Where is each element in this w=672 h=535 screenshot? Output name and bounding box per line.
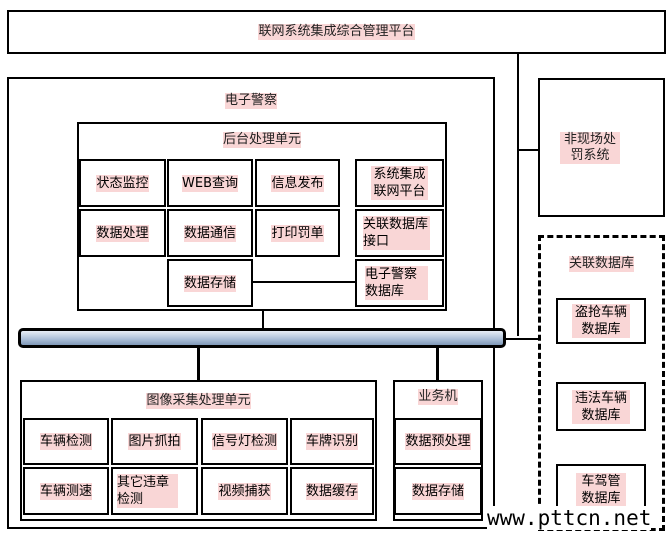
label: 图片抓拍	[128, 433, 181, 450]
label: 信号灯检测	[211, 433, 277, 450]
label: 图像采集处理单元	[146, 393, 251, 409]
vehicle-detection: 车辆检测	[23, 418, 109, 465]
status-monitor: 状态监控	[79, 159, 166, 207]
related-db-interface: 关联数据库接口	[355, 209, 444, 257]
connector	[517, 54, 519, 336]
integration-platform-box	[7, 10, 666, 54]
info-publish: 信息发布	[255, 159, 340, 207]
violation-vehicle-db: 违法车辆数据库	[556, 382, 646, 431]
data-processing: 数据处理	[79, 209, 166, 257]
video-capture: 视频捕获	[201, 467, 288, 515]
network-bus	[18, 328, 506, 348]
label: 车辆检测	[39, 433, 92, 450]
data-storage: 数据存储	[167, 259, 253, 307]
stolen-vehicle-db: 盗抢车辆数据库	[556, 298, 646, 344]
backend-unit-title: 后台处理单元	[77, 131, 447, 149]
integration-platform-title: 联网系统集成综合管理平台	[7, 10, 666, 54]
label: 非现场处罚系统	[560, 131, 620, 164]
business-machine-title: 业务机	[393, 388, 483, 406]
label: 违法车辆数据库	[572, 389, 630, 424]
label: 数据缓存	[305, 482, 358, 500]
label: 数据预处理	[405, 433, 471, 450]
label: 数据存储	[411, 482, 464, 500]
connector	[505, 338, 539, 340]
image-capture: 图片抓拍	[111, 418, 198, 465]
label: 关联数据库接口	[363, 216, 430, 250]
label: 信息发布	[271, 174, 324, 192]
data-communication: 数据通信	[167, 209, 253, 257]
e-police-title: 电子警察	[7, 92, 495, 110]
signal-detection: 信号灯检测	[201, 418, 288, 465]
label: 数据处理	[96, 224, 149, 242]
web-query: WEB查询	[167, 159, 253, 207]
label: 联网系统集成综合管理平台	[258, 24, 415, 40]
watermark: www.pttcn.net	[487, 506, 652, 530]
label: 其它违章检测	[117, 474, 178, 508]
label: 视频捕获	[218, 482, 271, 500]
label: WEB查询	[182, 174, 238, 192]
label: 数据存储	[183, 274, 236, 292]
label: 打印罚单	[271, 224, 324, 242]
connector	[436, 348, 439, 381]
connector	[252, 281, 356, 283]
print-ticket: 打印罚单	[255, 209, 340, 257]
connector	[197, 348, 200, 381]
label: 状态监控	[96, 174, 149, 192]
connector	[262, 311, 264, 329]
data-cache: 数据缓存	[290, 467, 374, 515]
business-data-storage: 数据存储	[394, 467, 482, 515]
label: 车驾管数据库	[576, 472, 626, 507]
related-db-title: 关联数据库	[538, 255, 665, 273]
speed-measurement: 车辆测速	[23, 467, 109, 515]
system-integration-platform: 系统集成联网平台	[355, 159, 444, 207]
label: 业务机	[418, 389, 458, 405]
offsite-penalty-title: 非现场处罚系统	[560, 78, 620, 217]
plate-recognition: 车牌识别	[290, 418, 374, 465]
other-violation-detection: 其它违章检测	[111, 467, 198, 515]
label: 电子警察	[224, 93, 277, 109]
label: 电子警察数据库	[365, 266, 428, 300]
label: 车牌识别	[305, 433, 358, 450]
label: 系统集成联网平台	[371, 166, 428, 200]
e-police-db: 电子警察数据库	[355, 259, 444, 307]
label: 盗抢车辆数据库	[572, 304, 630, 338]
data-preprocessing: 数据预处理	[394, 418, 482, 465]
label: 数据通信	[183, 224, 236, 242]
image-unit-title: 图像采集处理单元	[20, 392, 377, 410]
label: 关联数据库	[568, 256, 634, 272]
label: 后台处理单元	[222, 132, 301, 148]
connector	[517, 149, 539, 151]
label: 车辆测速	[39, 482, 92, 500]
